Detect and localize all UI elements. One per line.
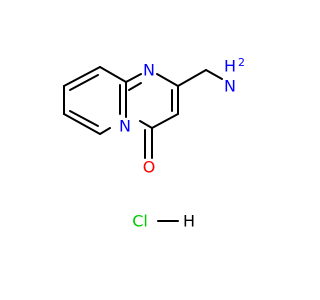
atom-h-salt: H — [183, 212, 195, 231]
bond — [69, 110, 99, 127]
atom-n-bridge: N — [119, 117, 131, 136]
bond — [125, 73, 142, 83]
atom-n-ring: N — [143, 61, 155, 80]
bond — [151, 113, 179, 129]
atom-n-amine: N — [224, 77, 236, 96]
bond — [139, 120, 153, 129]
bond — [63, 113, 101, 135]
structure-canvas: N N O N H 2 Cl H — [63, 56, 245, 231]
bond — [205, 69, 223, 80]
bond — [177, 69, 207, 87]
bond — [63, 66, 101, 87]
molecule-diagram: N N O N H 2 Cl H — [63, 56, 245, 231]
atom-o: O — [143, 158, 156, 177]
atom-cl: Cl — [132, 212, 148, 231]
bond — [99, 66, 127, 83]
atom-h-amine: H — [224, 57, 236, 76]
bond — [156, 73, 179, 87]
atom-h-amine-subscript: 2 — [238, 56, 245, 69]
bond — [69, 74, 99, 91]
bond — [128, 82, 142, 91]
bond — [99, 127, 111, 135]
